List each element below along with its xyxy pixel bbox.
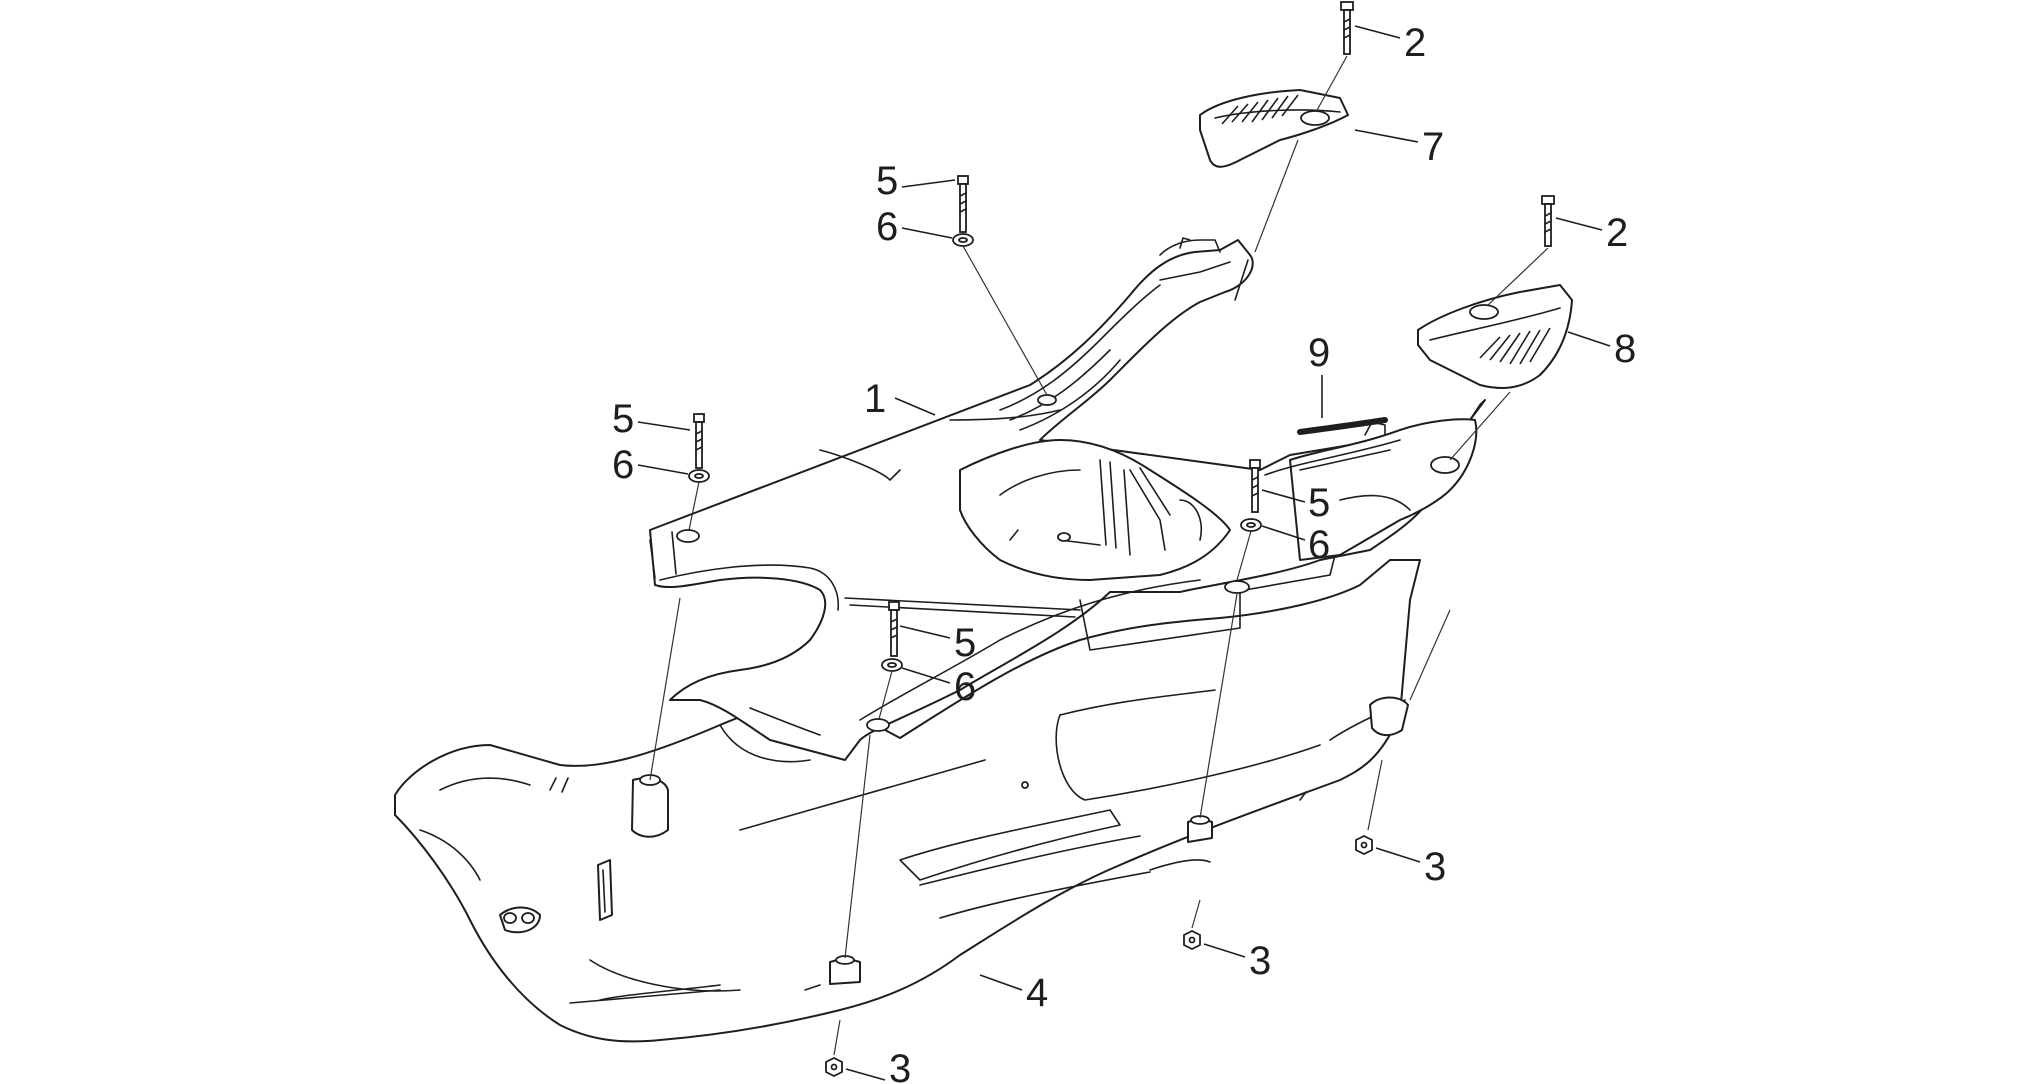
callout-3-right: 3: [1424, 845, 1446, 889]
screw-5a: [957, 175, 969, 233]
callout-5-right: 5: [1308, 481, 1330, 525]
screw-5b: [693, 413, 705, 469]
callout-6-top: 6: [876, 205, 898, 249]
callout-2-front: 2: [1606, 211, 1628, 255]
callout-7: 7: [1422, 125, 1444, 169]
nut-3a: [1355, 834, 1373, 856]
callout-2-rear: 2: [1404, 21, 1426, 65]
frame-cover-drawing: [649, 237, 1486, 761]
callout-5-left: 5: [612, 397, 634, 441]
floor-panel-drawing: [394, 559, 1421, 1043]
assembly-lines: [649, 55, 1549, 1056]
washer-6c: [1240, 518, 1262, 532]
washer-6a: [952, 233, 974, 247]
callout-8: 8: [1614, 327, 1636, 371]
nut-3b: [1183, 929, 1201, 951]
callout-6-right: 6: [1308, 523, 1330, 567]
footrest-7-drawing: [1199, 89, 1349, 168]
callout-3-middle: 3: [1249, 939, 1271, 983]
bolt-2-rear: [1340, 1, 1354, 55]
callout-1: 1: [864, 377, 886, 421]
callout-4: 4: [1026, 971, 1048, 1015]
washer-6b: [688, 469, 710, 483]
seal-strip-9-drawing: [1297, 417, 1388, 435]
callout-6-left: 6: [612, 443, 634, 487]
callout-labels: 5 6 5 6 5 6 5 6 2 2 7 8 9 1 3 3 4 3: [612, 21, 1636, 1084]
bolt-2-front: [1541, 195, 1555, 247]
footrest-8-drawing: [1417, 284, 1573, 389]
callout-3-bottom: 3: [889, 1047, 911, 1084]
callout-leaders: [637, 25, 1611, 1081]
nut-3c: [825, 1056, 843, 1078]
callout-6-center: 6: [954, 665, 976, 709]
screw-5c: [1249, 459, 1261, 513]
callout-5-top: 5: [876, 159, 898, 203]
screw-5d: [888, 601, 900, 657]
washer-6d: [881, 658, 903, 672]
callout-9: 9: [1308, 331, 1330, 375]
callout-5-center: 5: [954, 621, 976, 665]
